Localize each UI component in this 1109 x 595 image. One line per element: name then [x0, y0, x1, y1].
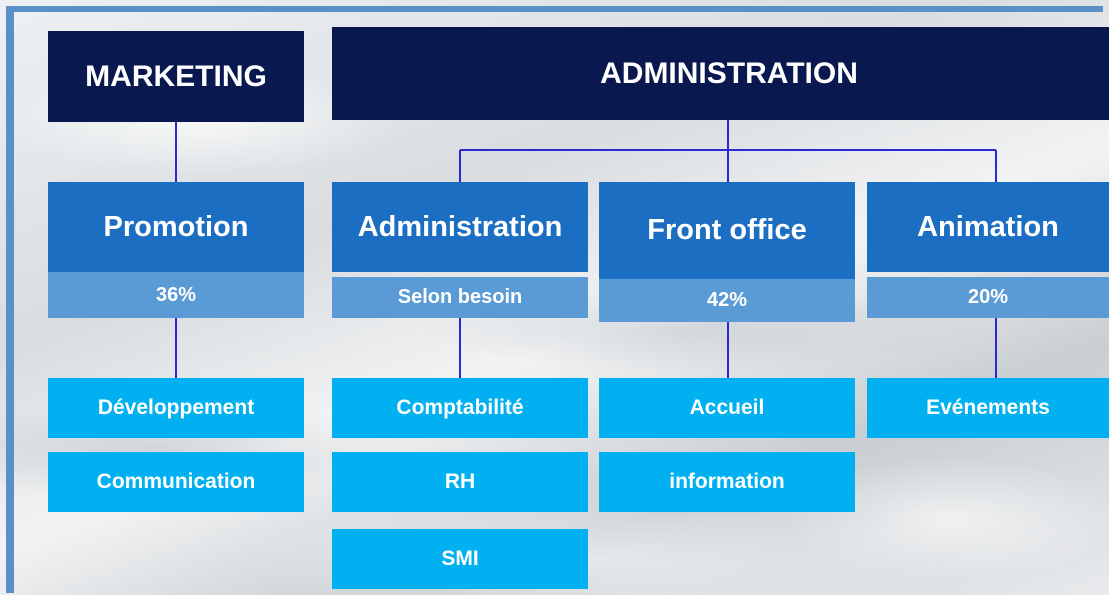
marketing-box: MARKETING [48, 31, 304, 122]
item-smi: SMI [332, 529, 588, 589]
slide-frame [6, 6, 1103, 593]
department-administration: Administration [332, 182, 588, 272]
item-comptabilite: Comptabilité [332, 378, 588, 438]
share-promotion: 36% [48, 272, 304, 318]
department-promotion: Promotion [48, 182, 304, 272]
department-front-office: Front office [599, 182, 855, 279]
share-front-office: 42% [599, 279, 855, 322]
item-communication: Communication [48, 452, 304, 512]
item-information: information [599, 452, 855, 512]
share-administration: Selon besoin [332, 277, 588, 318]
department-animation: Animation [867, 182, 1109, 272]
item-rh: RH [332, 452, 588, 512]
share-animation: 20% [867, 277, 1109, 318]
item-evenements: Evénements [867, 378, 1109, 438]
item-accueil: Accueil [599, 378, 855, 438]
item-developpement: Développement [48, 378, 304, 438]
administration-top-box: ADMINISTRATION [332, 27, 1109, 120]
